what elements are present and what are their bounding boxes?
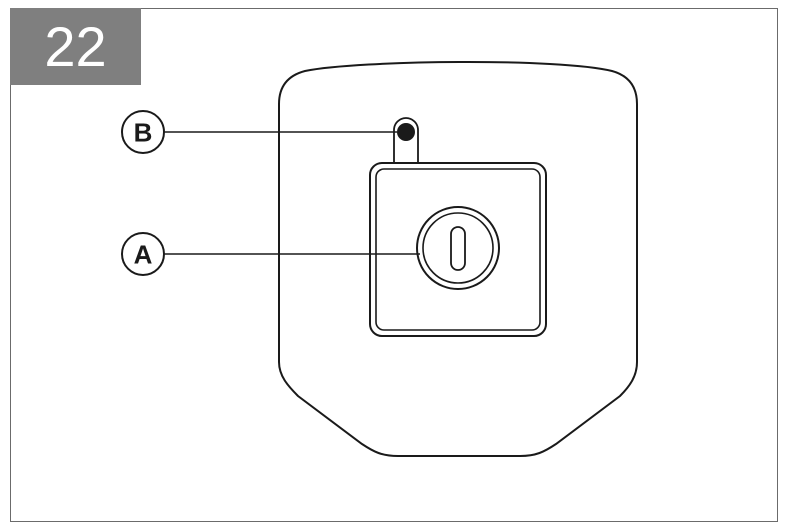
- callout-a-label: A: [134, 240, 153, 270]
- key-slot: [450, 226, 466, 271]
- callout-b-label: B: [134, 118, 153, 148]
- figure-number-badge: 22: [10, 8, 141, 85]
- callout-b-circle: [121, 110, 165, 154]
- lock-panel-inner: [375, 168, 541, 331]
- callout-a-circle: [121, 232, 165, 276]
- figure-frame: [10, 8, 778, 522]
- indicator-dot: [397, 123, 415, 141]
- figure-number: 22: [44, 14, 107, 78]
